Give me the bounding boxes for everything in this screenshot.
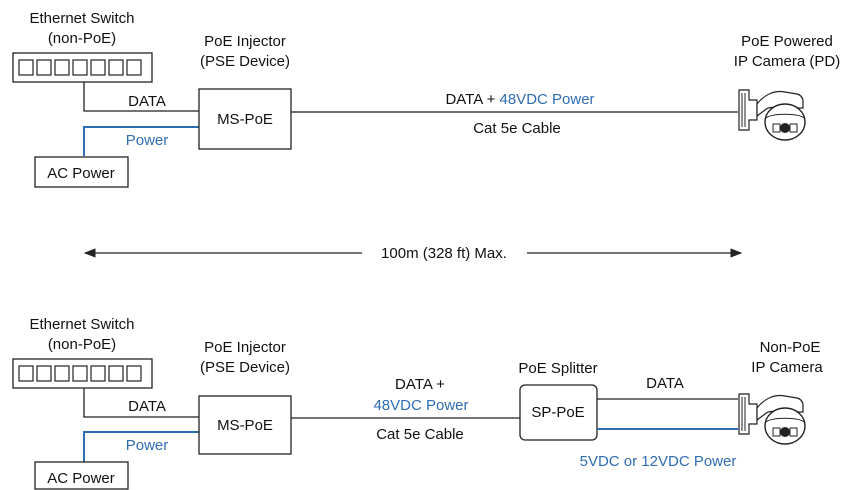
bottom-line-label-data: DATA +	[395, 376, 445, 393]
distance-indicator: 100m (328 ft) Max.	[83, 245, 743, 262]
bottom-line-label-power: 48VDC Power	[373, 397, 468, 414]
top-ac-power-box	[34, 156, 129, 188]
top-power-line	[83, 126, 199, 156]
bottom-data-line	[83, 388, 199, 418]
bottom-ac-power-box	[34, 461, 129, 490]
bottom-injector-title-line1: PoE Injector	[204, 339, 286, 356]
top-cable-label: Cat 5e Cable	[473, 120, 561, 137]
bottom-power-line	[83, 431, 199, 462]
ip-camera-icon	[738, 393, 806, 445]
top-line-label-data: DATA +	[445, 91, 499, 108]
bottom-splitter-box-label: SP-PoE	[531, 404, 584, 421]
top-injector-title-line1: PoE Injector	[204, 33, 286, 50]
bottom-power-label: Power	[126, 437, 169, 454]
top-injector-title-line2: (PSE Device)	[200, 53, 290, 70]
ip-camera-icon	[738, 89, 806, 141]
top-data-label: DATA	[128, 93, 166, 110]
top-ac-power-label: AC Power	[47, 165, 115, 182]
bottom-ac-power-label: AC Power	[47, 470, 115, 487]
ethernet-switch-icon	[12, 358, 153, 389]
distance-label: 100m (328 ft) Max.	[381, 245, 507, 262]
bottom-switch-title-line2: (non-PoE)	[48, 336, 116, 353]
bottom-switch-title-line1: Ethernet Switch	[29, 316, 134, 333]
bottom-injector-box-label: MS-PoE	[217, 417, 273, 434]
bottom-camera-title-line1: Non-PoE	[760, 339, 821, 356]
bottom-splitter-title: PoE Splitter	[518, 360, 597, 377]
bottom-injector-title-line2: (PSE Device)	[200, 359, 290, 376]
bottom-cable-label: Cat 5e Cable	[376, 426, 464, 443]
bottom-injector-box	[198, 395, 292, 455]
top-line-label-power: 48VDC Power	[500, 91, 595, 108]
bottom-splitter-box	[519, 384, 598, 441]
top-switch-title-line1: Ethernet Switch	[29, 10, 134, 27]
top-line-label: DATA + 48VDC Power	[445, 91, 594, 108]
bottom-camera-title-line2: IP Camera	[751, 359, 823, 376]
top-switch-title-line2: (non-PoE)	[48, 30, 116, 47]
ethernet-switch-icon	[12, 52, 153, 83]
top-power-label: Power	[126, 132, 169, 149]
top-camera-title-line2: IP Camera (PD)	[734, 53, 840, 70]
bottom-splitter-power-label: 5VDC or 12VDC Power	[580, 453, 737, 470]
top-data-line	[83, 82, 199, 112]
bottom-diagram: Ethernet Switch (non-PoE) DATA Power AC …	[12, 316, 823, 490]
bottom-data-label: DATA	[128, 398, 166, 415]
top-injector-box-label: MS-PoE	[217, 111, 273, 128]
top-injector-box	[198, 88, 292, 150]
top-camera-title-line1: PoE Powered	[741, 33, 833, 50]
bottom-splitter-data-label: DATA	[646, 375, 684, 392]
top-diagram: Ethernet Switch (non-PoE) DATA Power AC …	[12, 10, 840, 188]
